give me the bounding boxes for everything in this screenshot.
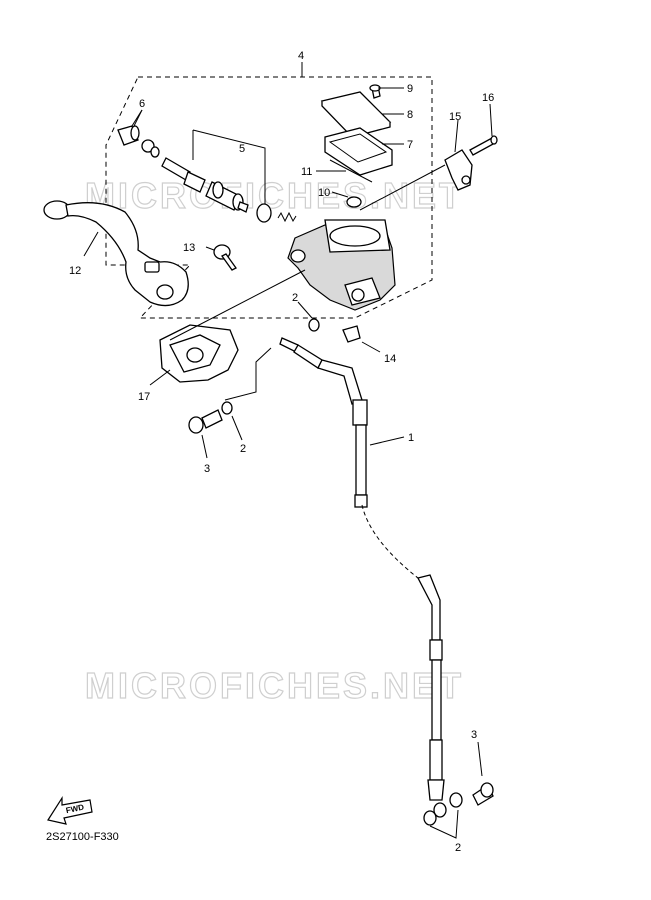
callout-3-right: 3 (471, 729, 477, 741)
brake-lever (43, 200, 189, 307)
callout-16: 16 (482, 92, 494, 104)
callout-6: 6 (139, 98, 145, 110)
callout-9: 9 (407, 83, 413, 95)
lower-left-bolt (188, 401, 243, 459)
callout-5: 5 (239, 143, 245, 155)
callout-8: 8 (407, 109, 413, 121)
lower-right-bolt (423, 741, 494, 839)
callout-17: 17 (138, 391, 150, 403)
watermark-top: MICROFICHES.NET (85, 175, 464, 216)
master-cylinder (287, 164, 446, 311)
callout-7: 7 (407, 139, 413, 151)
assembly-outline (105, 62, 433, 319)
upper-washer-bolt (297, 301, 381, 353)
hose-holder (149, 269, 306, 386)
callout-2-upper: 2 (292, 292, 298, 304)
callout-4: 4 (298, 50, 304, 62)
watermark-bottom: MICROFICHES.NET (85, 665, 464, 706)
fwd-arrow-icon: FWD (47, 795, 93, 825)
callout-11: 11 (301, 166, 312, 178)
callout-15: 15 (449, 111, 461, 123)
brake-hose (224, 337, 445, 801)
handlebar-clamp (444, 103, 498, 191)
fwd-label: FWD (65, 803, 85, 816)
callout-3-left: 3 (204, 463, 210, 475)
callout-10: 10 (318, 187, 330, 199)
reservoir-cap (316, 84, 404, 208)
callout-1: 1 (408, 432, 414, 444)
pivot-bolt (205, 244, 237, 271)
dust-boot (117, 109, 160, 158)
callout-12: 12 (69, 265, 81, 277)
piston-kit (161, 129, 297, 223)
callout-13: 13 (183, 242, 195, 254)
diagram-code: 2S27100-F330 (46, 831, 119, 843)
callout-14: 14 (384, 353, 396, 365)
callout-2-right: 2 (455, 842, 461, 854)
callout-2-left: 2 (240, 443, 246, 455)
